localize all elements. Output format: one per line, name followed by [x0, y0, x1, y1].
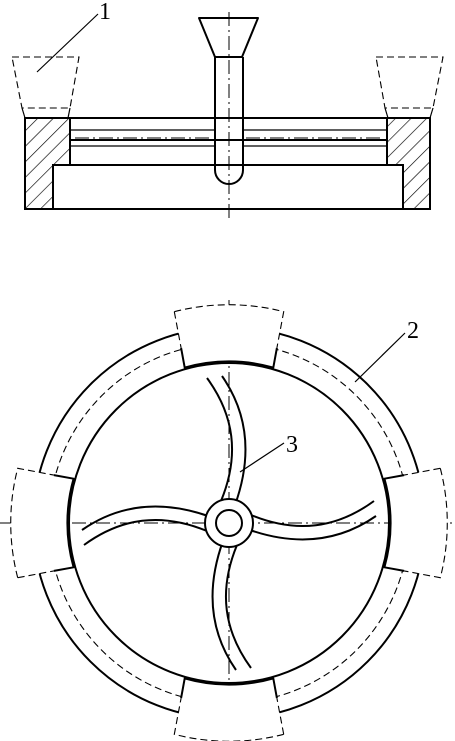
runner-right	[246, 500, 377, 541]
hub-outer	[204, 498, 254, 548]
label-part-2: 2	[407, 318, 419, 344]
ring-inner	[68, 362, 390, 684]
label-part-1: 1	[99, 0, 111, 25]
label-part-3: 3	[286, 432, 298, 458]
riser-right	[383, 467, 448, 579]
section-view: 1	[11, 0, 444, 222]
riser-top	[173, 304, 285, 369]
runner-top	[206, 375, 247, 506]
right-ring-wall	[386, 117, 431, 210]
runner-bottom	[211, 540, 252, 671]
plan-view: 2 3	[0, 300, 455, 741]
right-riser	[375, 56, 444, 109]
hub-inner	[215, 509, 243, 537]
left-riser	[11, 56, 80, 109]
left-ring-wall	[24, 117, 71, 210]
riser-left	[10, 467, 75, 579]
base-plate	[52, 164, 404, 210]
runner-left	[81, 505, 212, 546]
riser-bottom	[173, 677, 285, 741]
